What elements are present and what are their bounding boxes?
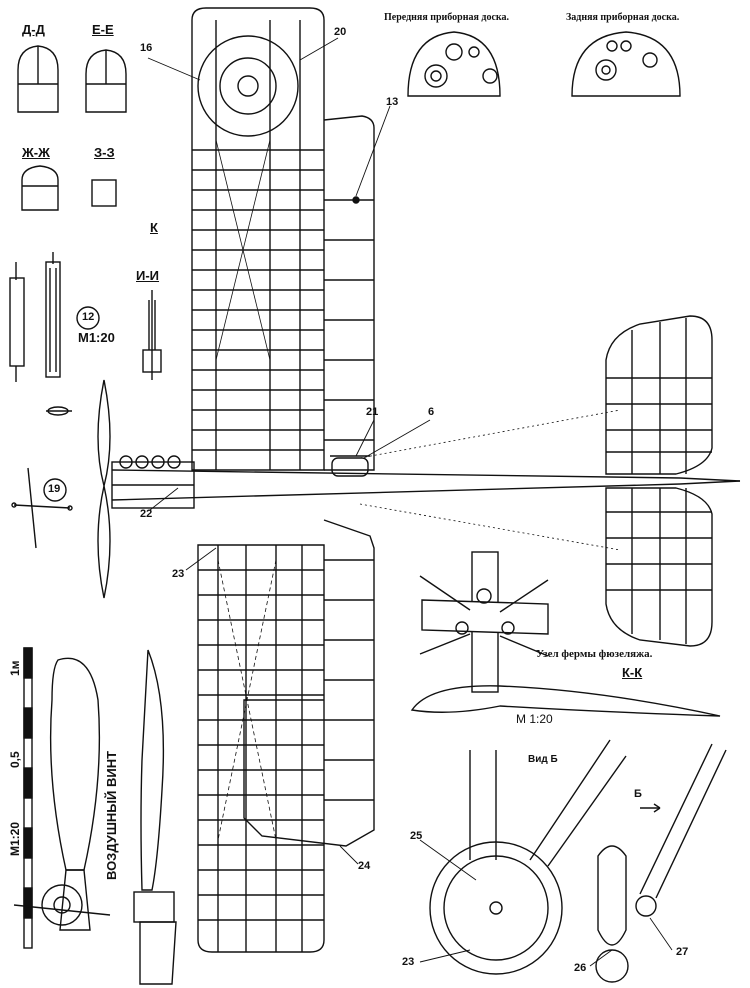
scale-label-detail-12: М1:20 xyxy=(78,330,115,345)
callout-26: 26 xyxy=(574,962,587,974)
callout-16: 16 xyxy=(140,42,153,54)
section-ee-profile xyxy=(85,49,127,113)
section-ii-profile xyxy=(142,290,162,380)
propeller-blade-plan xyxy=(13,657,111,931)
section-label-k: К xyxy=(150,220,158,235)
tail-bracing-wires xyxy=(359,409,621,551)
fuselage xyxy=(111,455,741,501)
scale-bar xyxy=(23,647,33,949)
rear-dashboard-title: Задняя приборная доска. xyxy=(566,12,680,23)
arrow-b-label: Б xyxy=(634,788,642,800)
section-label-dd: Д-Д xyxy=(22,22,45,37)
horizontal-tail-lower xyxy=(605,487,713,647)
engine-nose xyxy=(111,455,195,509)
callout-12: 12 xyxy=(82,311,95,323)
section-label-ii: И-И xyxy=(136,268,160,283)
landing-gear-wheel xyxy=(429,739,627,975)
front-dashboard-title: Передняя приборная доска. xyxy=(384,12,510,23)
section-label-ee: Е-Е xyxy=(92,22,114,37)
callout-23-upper: 23 xyxy=(172,568,185,580)
propeller-scale-label: М1:20 xyxy=(8,821,22,856)
callout-23-lower: 23 xyxy=(402,956,415,968)
propeller-caption: ВОЗДУШНЫЙ ВИНТ xyxy=(104,750,119,880)
callout-20: 20 xyxy=(334,26,347,38)
callout-circle-12 xyxy=(76,306,100,330)
lower-wing xyxy=(197,544,325,953)
propeller-blade-side xyxy=(133,649,177,985)
callout-6: 6 xyxy=(428,406,435,418)
fuselage-node-caption: Узел фермы фюзеляжа. xyxy=(536,648,653,660)
rear-dashboard xyxy=(571,31,681,97)
callout-leaders xyxy=(147,37,673,967)
section-dd-profile xyxy=(17,45,59,113)
horizontal-tail-upper xyxy=(605,315,713,475)
wing-profile-kk xyxy=(410,685,721,717)
aileron-lower xyxy=(243,519,375,847)
callout-25: 25 xyxy=(410,830,423,842)
propeller-side xyxy=(97,379,111,599)
strut-detail-12 xyxy=(9,252,72,416)
callout-21: 21 xyxy=(366,406,379,418)
scale-label-profile-kk: М 1:20 xyxy=(516,712,553,726)
section-label-zhzh: Ж-Ж xyxy=(22,145,50,160)
section-label-zz: З-З xyxy=(94,145,115,160)
callout-13: 13 xyxy=(386,96,399,108)
view-b-caption: Вид Б xyxy=(528,754,558,765)
callout-22: 22 xyxy=(140,508,153,520)
callout-27: 27 xyxy=(676,946,689,958)
callout-24: 24 xyxy=(358,860,371,872)
landing-gear-side xyxy=(595,743,727,983)
front-dashboard xyxy=(407,31,501,97)
section-zz-profile xyxy=(91,179,117,207)
callout-19: 19 xyxy=(48,483,61,495)
section-label-kk: К-К xyxy=(622,665,643,680)
control-stick-detail-19 xyxy=(11,467,73,549)
scale-bar-1m-label: 1м xyxy=(8,660,22,676)
scale-bar-05-label: 0,5 xyxy=(8,751,22,768)
fuselage-node-detail xyxy=(419,551,549,693)
callout-circle-19 xyxy=(43,478,67,502)
aileron-upper xyxy=(323,115,375,471)
upper-wing xyxy=(191,7,325,471)
section-zhzh-profile xyxy=(21,165,59,211)
